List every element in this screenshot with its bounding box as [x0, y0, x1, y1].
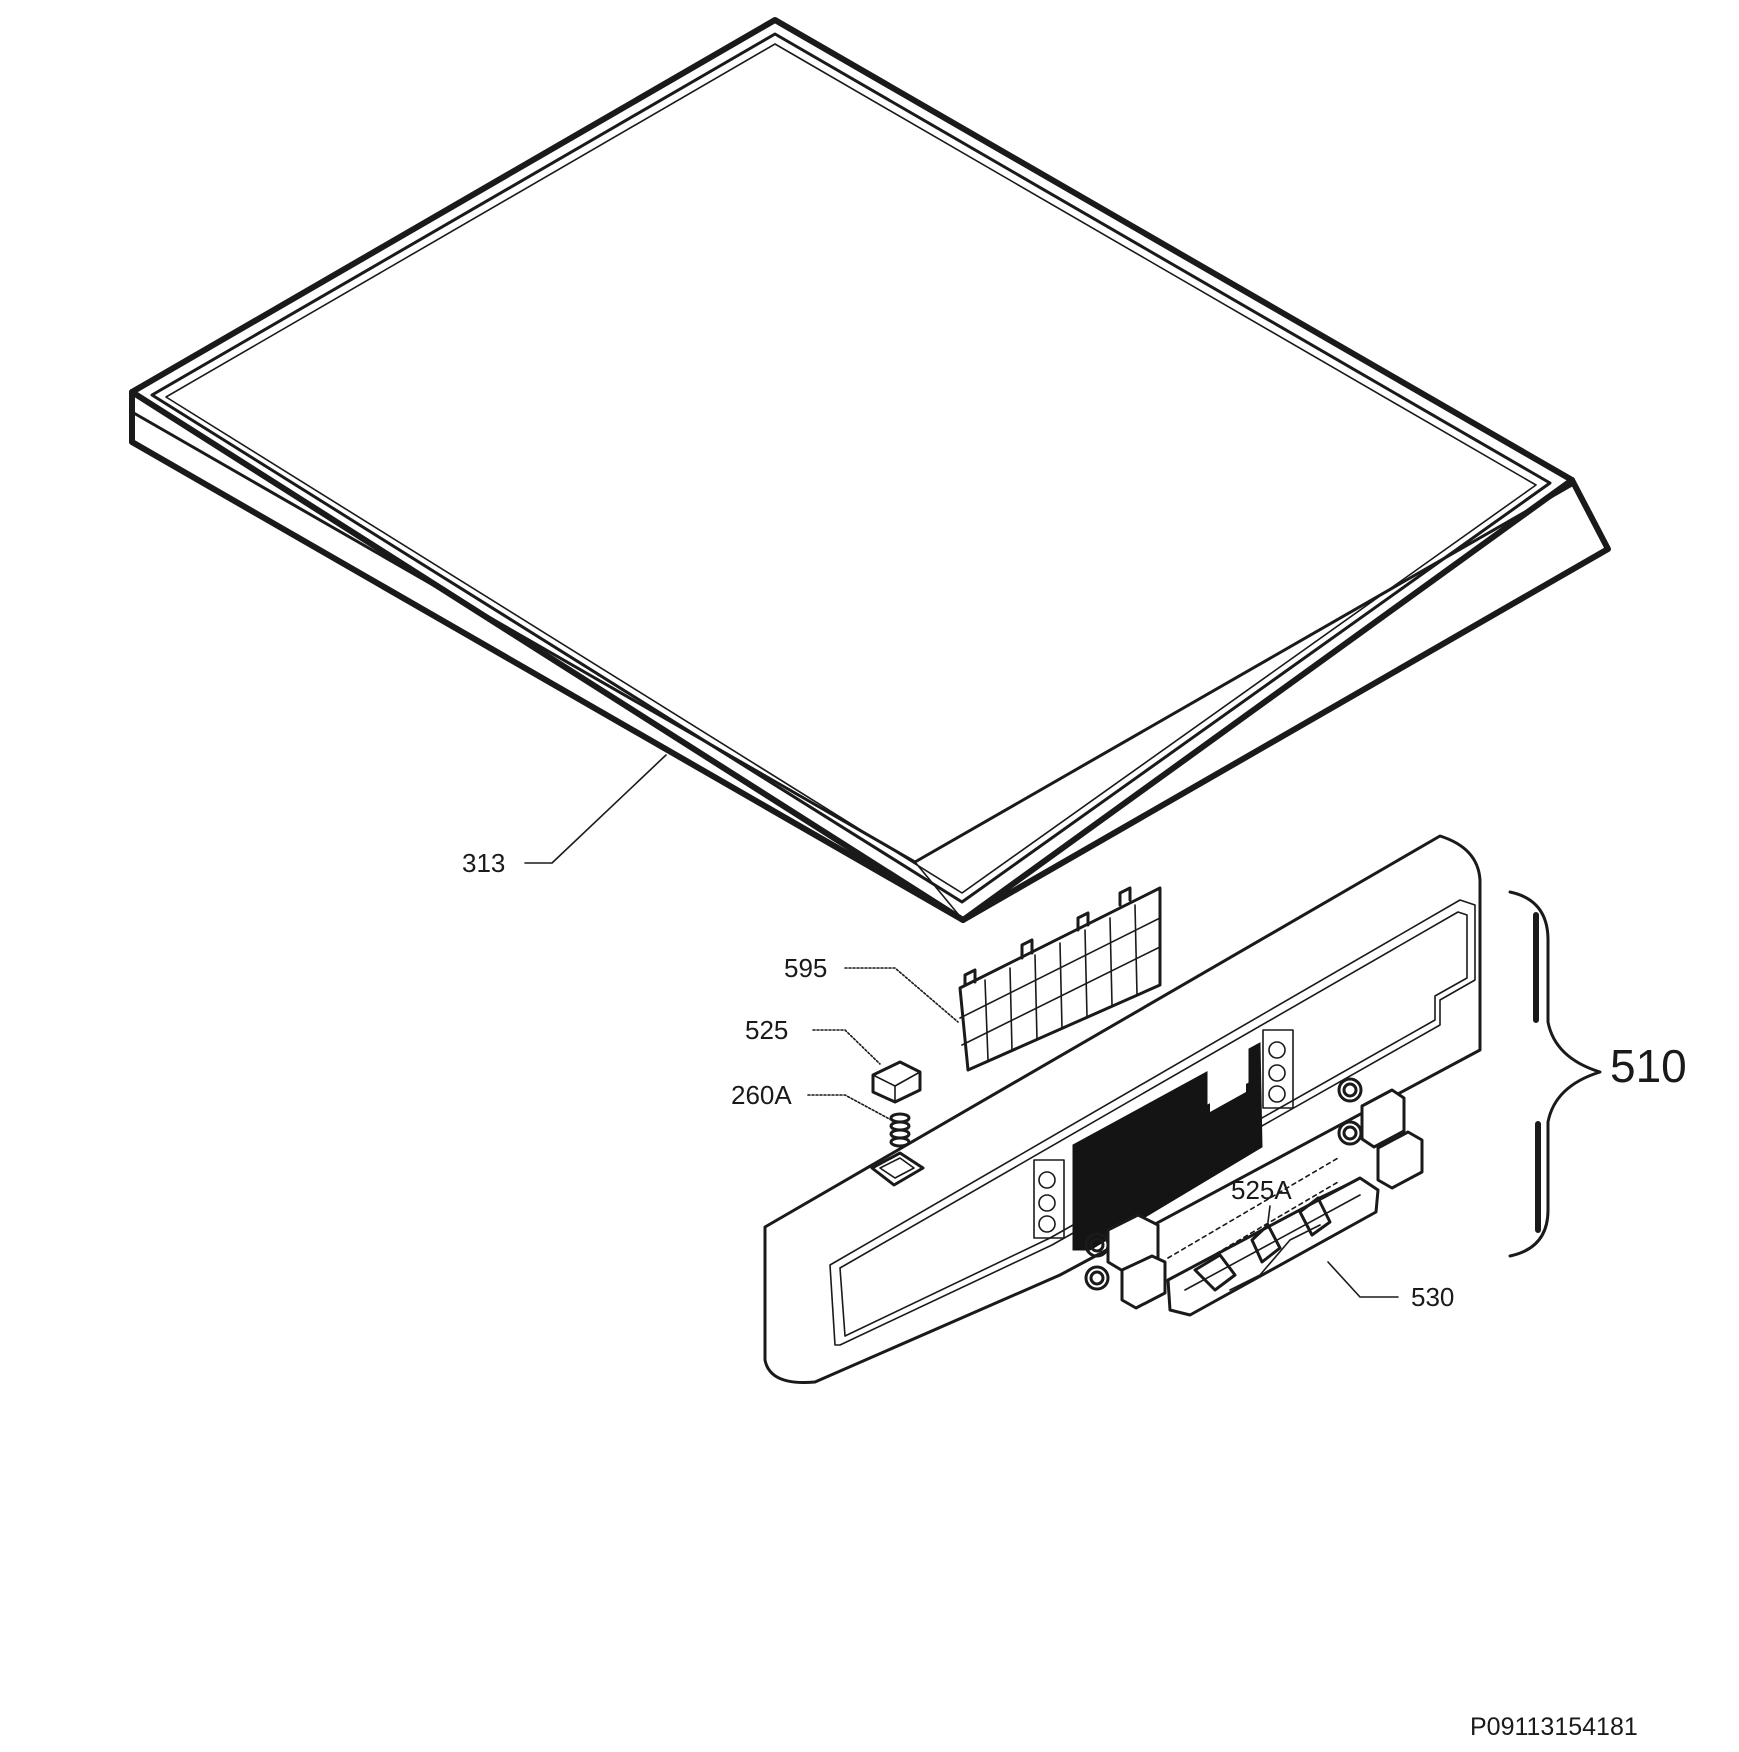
label-260A: 260A	[731, 1080, 792, 1110]
label-525: 525	[745, 1015, 788, 1045]
keypad-part	[958, 886, 1162, 1072]
control-panel-part	[763, 834, 1482, 1385]
label-530: 530	[1411, 1282, 1454, 1312]
label-510: 510	[1610, 1040, 1687, 1092]
panel-right-connector	[1262, 1029, 1294, 1109]
button-caps	[1106, 1088, 1424, 1310]
top-cover-part	[129, 17, 1611, 923]
assembly-bracket	[1508, 890, 1602, 1258]
drawing-code: P09113154181	[1470, 1713, 1638, 1741]
button-525-part	[871, 1060, 922, 1104]
label-525A: 525A	[1231, 1175, 1292, 1205]
label-313: 313	[462, 848, 505, 878]
label-595: 595	[784, 953, 827, 983]
panel-left-connector	[1033, 1159, 1065, 1239]
latch-part	[1166, 1176, 1380, 1317]
spring-260A-part	[889, 1112, 911, 1148]
leader-lines	[524, 754, 1399, 1298]
